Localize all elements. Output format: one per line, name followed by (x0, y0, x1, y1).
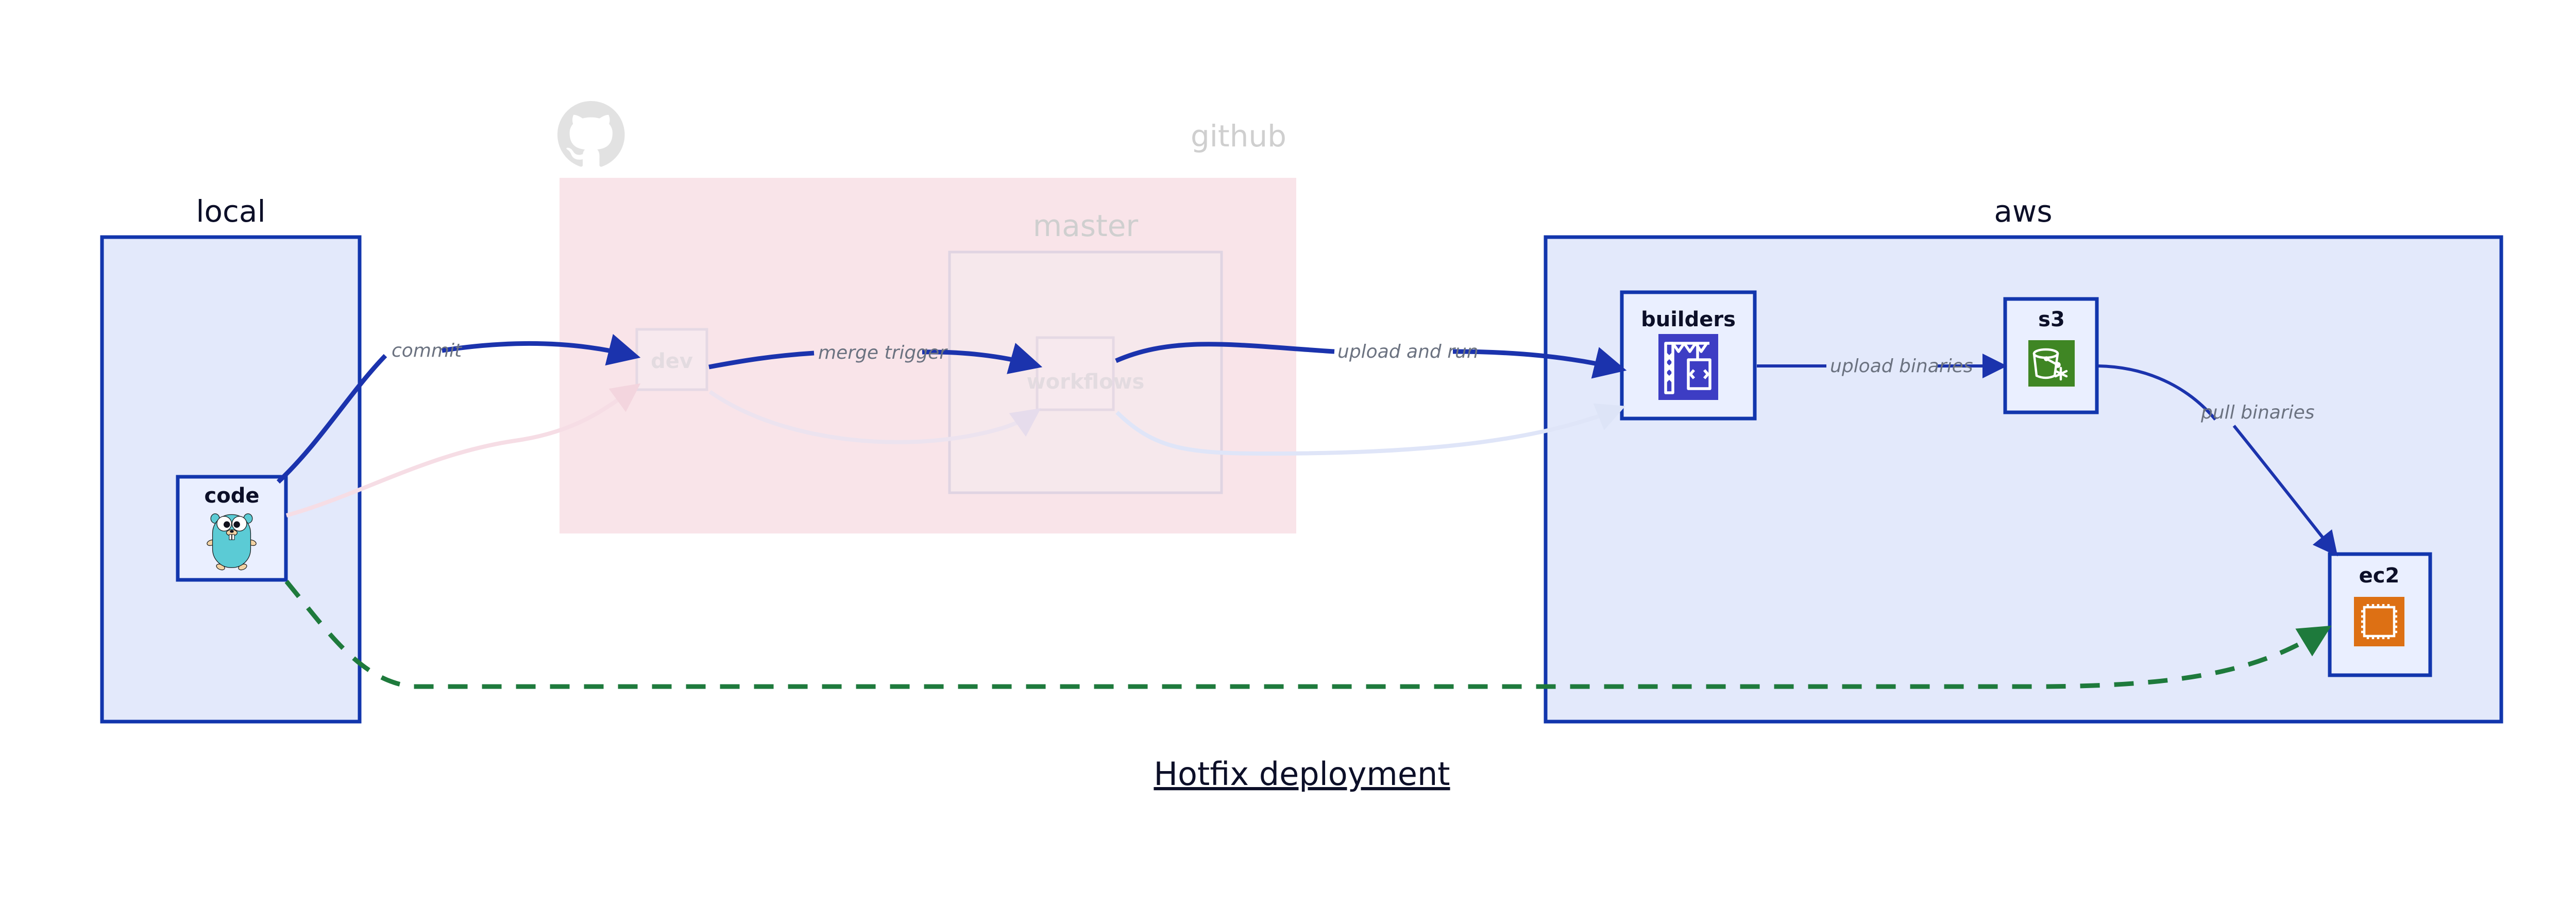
edge-pull-binaries-segment-b (2232, 425, 2338, 557)
edge-ghost-code-dev (285, 383, 641, 517)
ghost-edges (285, 383, 1625, 517)
edge-ghost-workflows-builders (1115, 403, 1625, 456)
group-github: github master dev workflows (557, 101, 1296, 533)
edge-label-commit: commit (392, 340, 463, 361)
group-local: local code (100, 194, 362, 724)
edge-upload-run-segment-b (1452, 347, 1627, 379)
group-label-aws: aws (1994, 194, 2052, 229)
node-label-ec2: ec2 (2359, 564, 2400, 588)
edge-commit-segment-b (442, 333, 641, 366)
edge-commit-segment-a (276, 354, 387, 484)
node-label-builders: builders (1641, 308, 1736, 331)
diagram-title: Hotfix deployment (1154, 755, 1450, 793)
node-workflows[interactable] (1036, 336, 1115, 411)
subgroup-label-master: master (1033, 208, 1139, 243)
edge-upload-run-segment-a (1115, 342, 1335, 363)
group-label-github: github (1191, 119, 1286, 154)
node-label-code: code (205, 484, 260, 508)
group-aws: aws builders s3 (1544, 194, 2503, 724)
node-dev[interactable] (635, 328, 708, 391)
ec2-chip-icon (2354, 597, 2404, 646)
edge-pull-binaries-segment-a (2097, 364, 2217, 421)
codebuild-icon (1658, 334, 1718, 400)
flow-edges: commit merge trigger upload and run uplo… (276, 333, 2338, 689)
edge-hotfix-direct (284, 580, 2332, 689)
edge-merge-trigger-segment-a (708, 350, 815, 370)
group-label-local: local (196, 194, 265, 229)
edge-label-merge-trigger: merge trigger (818, 342, 948, 363)
node-label-s3: s3 (2038, 308, 2065, 331)
edge-label-upload-run: upload and run (1337, 341, 1479, 362)
go-gopher-icon (207, 513, 257, 571)
edge-label-pull-binaries: pull binaries (2200, 402, 2315, 423)
node-label-workflows: workflows (1027, 370, 1145, 394)
edge-label-upload-binaries: upload binaries (1830, 356, 1973, 377)
github-octocat-icon (557, 101, 625, 167)
node-label-dev: dev (651, 349, 693, 373)
edge-merge-trigger-segment-b (922, 343, 1043, 374)
s3-bucket-icon (2028, 340, 2075, 387)
edge-ghost-dev-workflows (708, 390, 1041, 444)
